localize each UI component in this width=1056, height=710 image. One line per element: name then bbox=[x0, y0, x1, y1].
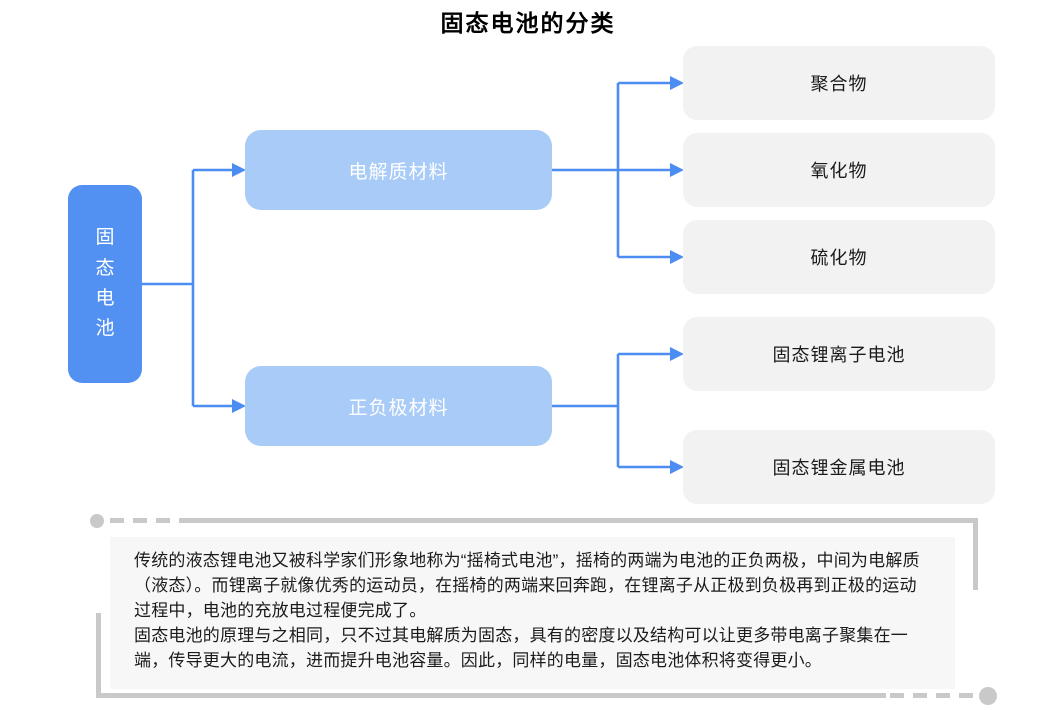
node-branch-electrode: 正负极材料 bbox=[245, 366, 552, 446]
arrowhead-leaf-3 bbox=[670, 250, 684, 264]
node-branch-electrolyte-label: 电解质材料 bbox=[348, 161, 449, 183]
note-deco-bottom-line bbox=[96, 693, 886, 698]
node-leaf-solid-li-metal: 固态锂金属电池 bbox=[683, 430, 995, 504]
note-deco-top-line bbox=[192, 518, 978, 523]
note-deco-bottom-dashes bbox=[890, 693, 976, 698]
note-paragraph-1: 传统的液态锂电池又被科学家们形象地称为“摇椅式电池”，摇椅的两端为电池的正负两极… bbox=[134, 551, 920, 620]
note-panel: 传统的液态锂电池又被科学家们形象地称为“摇椅式电池”，摇椅的两端为电池的正负两极… bbox=[110, 537, 955, 689]
node-leaf-solid-li-ion-label: 固态锂离子电池 bbox=[772, 345, 906, 365]
node-leaf-solid-li-ion: 固态锂离子电池 bbox=[683, 317, 995, 391]
node-branch-electrolyte: 电解质材料 bbox=[245, 130, 552, 210]
note-deco-bottom-right-dot bbox=[979, 687, 997, 705]
node-leaf-sulfide: 硫化物 bbox=[683, 220, 995, 294]
node-leaf-sulfide-label: 硫化物 bbox=[810, 248, 868, 268]
arrowhead-leaf-2 bbox=[670, 163, 684, 177]
arrowhead-branch-2 bbox=[232, 399, 246, 413]
node-leaf-oxide: 氧化物 bbox=[683, 133, 995, 207]
diagram-title: 固态电池的分类 bbox=[440, 10, 616, 36]
node-root-label: 固态电池 bbox=[95, 227, 115, 340]
arrowhead-leaf-5 bbox=[670, 460, 684, 474]
arrowhead-branch-1 bbox=[232, 163, 246, 177]
node-branch-electrode-label: 正负极材料 bbox=[348, 397, 449, 419]
node-leaf-solid-li-metal-label: 固态锂金属电池 bbox=[772, 458, 906, 478]
node-leaf-polymer: 聚合物 bbox=[683, 46, 995, 120]
note-deco-top-dashes bbox=[110, 518, 192, 523]
arrowhead-leaf-1 bbox=[670, 76, 684, 90]
note-paragraph-2: 固态电池的原理与之相同，只不过其电解质为固态，具有的密度以及结构可以让更多带电离… bbox=[134, 626, 908, 670]
note-deco-top-left-dot bbox=[90, 514, 104, 528]
node-leaf-polymer-label: 聚合物 bbox=[810, 74, 868, 94]
node-root: 固态电池 bbox=[68, 185, 142, 383]
node-leaf-oxide-label: 氧化物 bbox=[810, 161, 868, 181]
arrowhead-leaf-4 bbox=[670, 347, 684, 361]
note-deco-right-bracket bbox=[973, 518, 978, 590]
note-deco-left-bracket bbox=[96, 613, 101, 698]
